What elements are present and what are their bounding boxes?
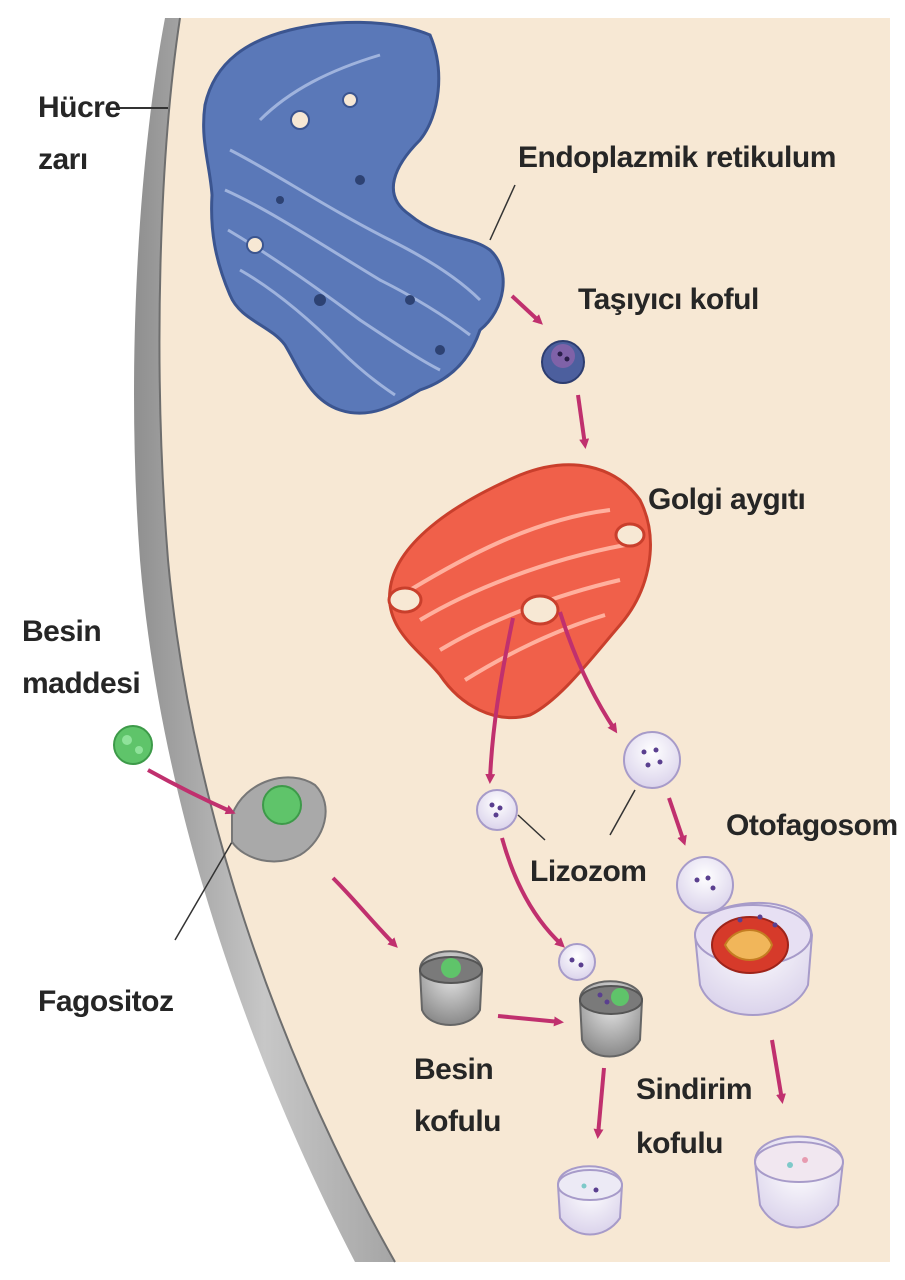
autophagosome [693,901,814,1016]
label-golgi: Golgi aygıtı [648,483,806,516]
arrow-vesicle-to-golgi [576,394,590,449]
arrow-lysosome-to-autophagosome [667,797,687,846]
lysosome-left [476,789,518,831]
lysosome-fusing-food [558,943,596,981]
arrow-pocket-to-food-vacuole [331,876,398,948]
arrow-digestive-to-final-left [593,1067,606,1139]
arrow-golgi-to-lysosome-left [485,617,515,784]
arrow-autophagosome-to-final-right [770,1039,786,1104]
label-endoplasmic-reticulum: Endoplazmik retikulum [518,141,836,174]
digestive-vacuole-right [753,1135,845,1229]
label-lysosome: Lizozom [530,855,647,888]
label-food-vacuole-1: Besin [414,1053,494,1086]
label-digestive-vacuole-1: Sindirim [636,1073,753,1106]
endoplasmic-reticulum [202,20,505,415]
digestive-vacuole-forming [578,980,644,1058]
golgi-apparatus [387,463,652,720]
label-transport-vesicle: Taşıyıcı koful [578,283,759,316]
phagocytosis-pocket [231,776,327,863]
arrow-golgi-to-lysosome-right [558,611,618,734]
lysosome-right [623,731,681,789]
arrow-food-to-pocket [147,768,236,815]
cell-membrane [134,18,395,1262]
arrow-er-to-vesicle [510,294,543,325]
label-food-1: Besin [22,615,102,648]
label-food-vacuole-2: kofulu [414,1105,502,1138]
arrow-food-vacuole-to-digestive [497,1014,564,1027]
label-food-2: maddesi [22,667,141,700]
label-autophagosome: Otofagosom [726,809,898,842]
digestive-vacuole-left [556,1165,624,1236]
arrow-lysosome-to-digestive [500,837,565,948]
label-cell-membrane-1: Hücre [38,91,121,124]
label-cell-membrane-2: zarı [38,143,88,176]
food-particle [113,725,153,765]
pathway-arrows [147,294,786,1139]
food-vacuole [418,950,484,1026]
label-digestive-vacuole-2: kofulu [636,1127,724,1160]
label-phagocytosis: Fagositoz [38,985,174,1018]
lysosome-fusing [676,856,734,914]
transport-vesicle [541,340,585,384]
